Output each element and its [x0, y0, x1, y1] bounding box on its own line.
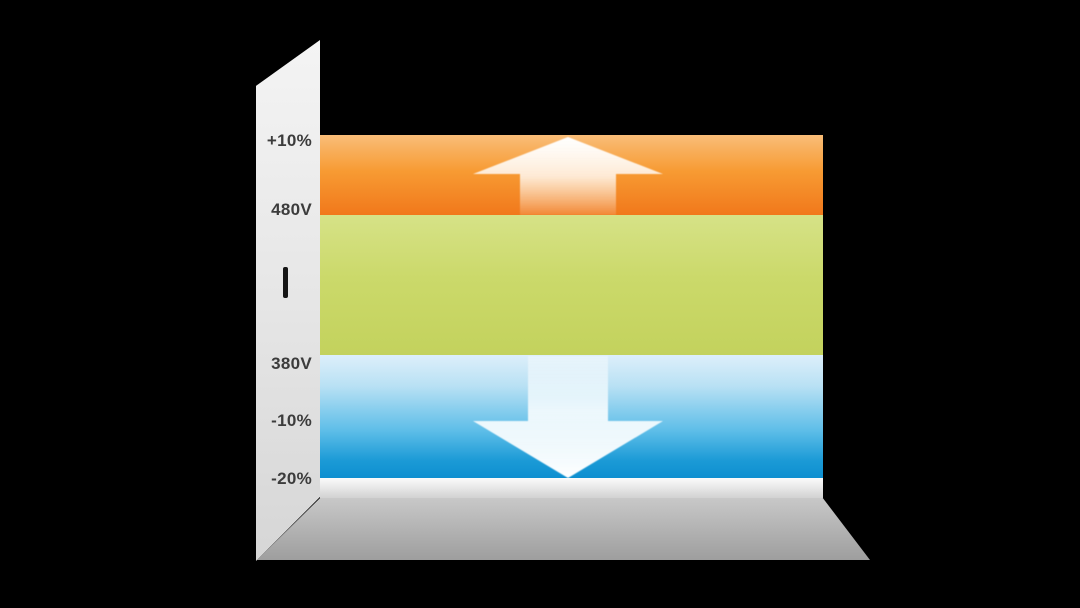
- axis-panel: [256, 40, 320, 561]
- base-front-lip: [320, 478, 823, 498]
- axis-label-380v: 380V: [271, 354, 312, 373]
- axis-label-minus-20: -20%: [271, 469, 312, 488]
- down-arrow-icon: [473, 356, 663, 478]
- nominal-voltage-band: [320, 215, 823, 355]
- down-arrow-shape: [473, 356, 663, 478]
- axis-label-plus-10: +10%: [266, 131, 312, 150]
- up-arrow-shape: [473, 137, 663, 215]
- up-arrow-icon: [473, 137, 663, 215]
- base-pedestal: [257, 498, 870, 560]
- axis-label-480v: 480V: [271, 200, 312, 219]
- axis-label-minus-10: -10%: [271, 411, 312, 430]
- axis-tick-mark: [283, 267, 288, 298]
